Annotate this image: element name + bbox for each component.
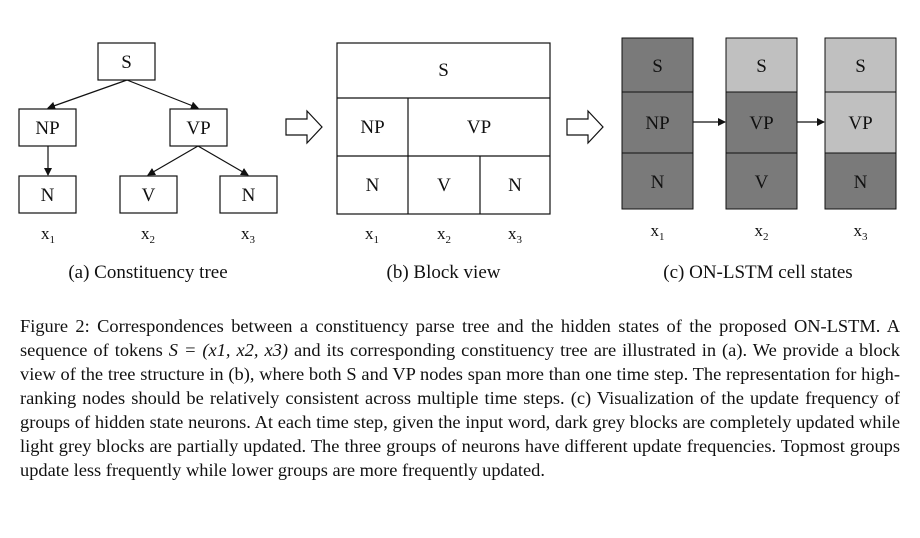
block-vp-label: VP bbox=[467, 117, 491, 138]
cell-col3-bot bbox=[824, 152, 897, 210]
edge-vp-v bbox=[147, 145, 199, 176]
hollow-arrow-icon bbox=[285, 109, 323, 145]
hollow-arrow-icon bbox=[566, 109, 604, 145]
tree-token-1: x1 bbox=[41, 224, 55, 246]
figure-caption: Figure 2: Correspondences between a cons… bbox=[20, 314, 900, 482]
block-token-2: x2 bbox=[437, 224, 451, 246]
caption-text-part-1: Figure 2: Correspondences between a cons… bbox=[20, 316, 900, 360]
tree-node-n1-label: N bbox=[41, 185, 55, 206]
block-np-label: NP bbox=[360, 117, 384, 138]
cell-col2-top-label: S bbox=[756, 56, 767, 77]
tree-node-v-label: V bbox=[142, 185, 156, 206]
tree-node-np-label: NP bbox=[35, 118, 59, 139]
tree-node-np bbox=[18, 108, 77, 147]
block-n1-label: N bbox=[366, 175, 380, 196]
tree-node-s-label: S bbox=[121, 52, 132, 73]
block-n2-label: N bbox=[508, 175, 522, 196]
cell-col3-top-label: S bbox=[855, 56, 866, 77]
tree-node-n2-label: N bbox=[242, 185, 256, 206]
tree-node-vp-label: VP bbox=[186, 118, 210, 139]
cell-col1-top-label: S bbox=[652, 56, 663, 77]
tree-token-3: x3 bbox=[241, 224, 256, 246]
edge-vp-n bbox=[197, 145, 249, 176]
block-token-1: x1 bbox=[365, 224, 379, 246]
figure-2: S NP VP N V N x1 x2 x3 (a) Constituency … bbox=[18, 37, 897, 283]
tree-node-v bbox=[119, 175, 178, 214]
lstm-token-2: x2 bbox=[755, 221, 769, 243]
panel-b-block-view: S NP VP N V N x1 x2 x3 (b) Block view bbox=[336, 42, 551, 283]
panel-b-label: (b) Block view bbox=[387, 262, 501, 283]
edge-s-np bbox=[47, 79, 128, 110]
caption-math: S = (x1, x2, x3) bbox=[168, 340, 288, 360]
cell-col1-bot-label: N bbox=[651, 172, 665, 193]
block-outline bbox=[336, 42, 551, 215]
tree-node-vp bbox=[169, 108, 228, 147]
panel-c-on-lstm-cell-states: S NP N S VP V S VP N x1 x2 x3 (c) ON-LST… bbox=[621, 37, 897, 283]
cell-col3-top bbox=[824, 37, 897, 93]
block-v-label: V bbox=[437, 175, 451, 196]
panel-a-label: (a) Constituency tree bbox=[68, 262, 227, 283]
cell-col2-top bbox=[725, 37, 798, 93]
cell-col1-mid bbox=[621, 91, 694, 154]
tree-node-s bbox=[97, 42, 156, 81]
tree-token-2: x2 bbox=[141, 224, 155, 246]
tree-node-n2 bbox=[219, 175, 278, 214]
tree-node-n1 bbox=[18, 175, 77, 214]
panel-a-constituency-tree: S NP VP N V N x1 x2 x3 (a) Constituency … bbox=[18, 42, 278, 283]
cell-col3-mid-label: VP bbox=[848, 113, 872, 134]
cell-col1-bot bbox=[621, 152, 694, 210]
caption-text-part-2: and its corresponding constituency tree … bbox=[20, 340, 901, 480]
edge-s-vp bbox=[126, 79, 199, 110]
block-token-3: x3 bbox=[508, 224, 523, 246]
block-s-label: S bbox=[438, 60, 449, 81]
cell-col3-mid bbox=[824, 91, 897, 154]
cell-col2-bot-label: V bbox=[755, 172, 769, 193]
lstm-token-1: x1 bbox=[651, 221, 665, 243]
cell-col2-bot bbox=[725, 152, 798, 210]
cell-col3-bot-label: N bbox=[854, 172, 868, 193]
panel-c-label: (c) ON-LSTM cell states bbox=[663, 262, 852, 283]
cell-col1-mid-label: NP bbox=[645, 113, 669, 134]
cell-col1-top bbox=[621, 37, 694, 93]
cell-col2-mid-label: VP bbox=[749, 113, 773, 134]
lstm-token-3: x3 bbox=[854, 221, 869, 243]
